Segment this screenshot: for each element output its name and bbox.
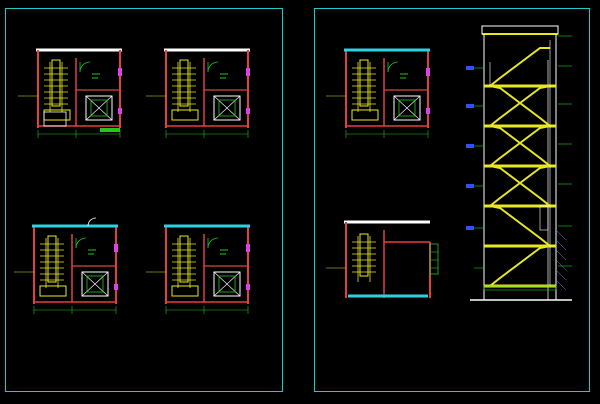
drawing-sheet-right: [314, 8, 590, 392]
stair-plan-3: [12, 217, 120, 316]
stair-plan-4: [144, 224, 252, 316]
stair-plan-1: [16, 48, 124, 140]
drawing-sheet-left: [5, 8, 283, 392]
stair-plan-6: [326, 220, 439, 298]
stair-section: [466, 25, 572, 301]
stair-plan-2: [144, 48, 252, 140]
stair-plan-5: [324, 48, 432, 140]
